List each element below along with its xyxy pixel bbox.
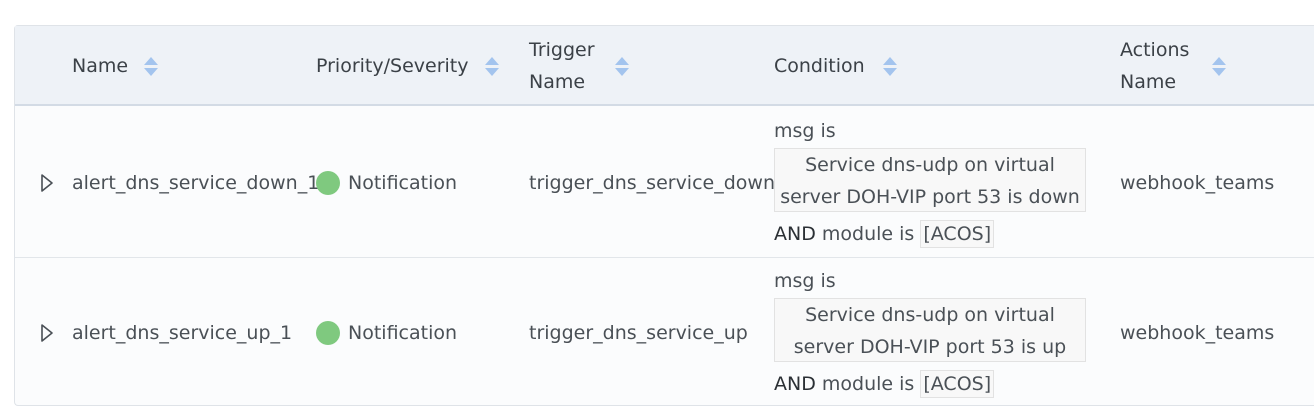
priority-label: Notification bbox=[348, 171, 458, 194]
alert-name: alert_dns_service_up_1 bbox=[72, 321, 293, 344]
alert-name: alert_dns_service_down_1 bbox=[72, 171, 320, 194]
row-name-cell: alert_dns_service_down_1 bbox=[72, 108, 320, 257]
column-header-condition[interactable]: Condition bbox=[774, 26, 897, 106]
column-header-priority[interactable]: Priority/Severity bbox=[316, 26, 499, 106]
condition-module-line: AND module is [ACOS] bbox=[774, 220, 995, 248]
trigger-name: trigger_dns_service_up bbox=[529, 321, 748, 344]
condition-module-value: [ACOS] bbox=[920, 370, 995, 398]
trigger-name: trigger_dns_service_down bbox=[529, 171, 775, 194]
row-priority-cell: Notification bbox=[316, 108, 516, 257]
sort-icon[interactable] bbox=[615, 54, 629, 78]
sort-icon[interactable] bbox=[1212, 54, 1226, 78]
condition-msg-value: Service dns-udp on virtual server DOH-VI… bbox=[774, 148, 1086, 212]
row-priority-cell: Notification bbox=[316, 258, 516, 407]
condition-module-label: module is bbox=[821, 223, 915, 245]
action-name: webhook_teams bbox=[1120, 321, 1275, 344]
condition-msg-label: msg is bbox=[774, 120, 836, 142]
condition-msg-label: msg is bbox=[774, 270, 836, 292]
row-trigger-cell: trigger_dns_service_up bbox=[529, 258, 765, 407]
column-header-label: Condition bbox=[774, 55, 865, 77]
sort-icon[interactable] bbox=[484, 54, 499, 78]
condition-and-keyword: AND bbox=[774, 223, 816, 245]
row-action-cell: webhook_teams bbox=[1120, 258, 1300, 407]
condition-msg-value: Service dns-udp on virtual server DOH-VI… bbox=[774, 298, 1086, 362]
row-trigger-cell: trigger_dns_service_down bbox=[529, 108, 775, 257]
column-header-label: Priority/Severity bbox=[316, 55, 469, 77]
column-header-label: Trigger Name bbox=[529, 39, 595, 93]
priority-dot-icon bbox=[316, 170, 340, 195]
row-condition-cell: msg is Service dns-udp on virtual server… bbox=[774, 108, 1104, 257]
column-header-name[interactable]: Name bbox=[72, 26, 159, 106]
row-condition-cell: msg is Service dns-udp on virtual server… bbox=[774, 258, 1104, 407]
condition-module-label: module is bbox=[821, 373, 915, 395]
condition-module-value: [ACOS] bbox=[920, 220, 995, 248]
column-header-label: Name bbox=[72, 55, 129, 77]
row-action-cell: webhook_teams bbox=[1120, 108, 1300, 257]
expand-triangle-icon[interactable] bbox=[37, 258, 57, 407]
table-row[interactable]: alert_dns_service_down_1 Notification tr… bbox=[15, 108, 1314, 257]
column-header-trigger[interactable]: Trigger Name bbox=[529, 26, 629, 106]
column-header-label: Actions Name bbox=[1120, 39, 1190, 93]
priority-dot-icon bbox=[316, 320, 340, 345]
alerts-table: Name Priority/Severity Trigger Name Cond… bbox=[14, 25, 1314, 406]
condition-module-line: AND module is [ACOS] bbox=[774, 370, 995, 398]
table-header: Name Priority/Severity Trigger Name Cond… bbox=[15, 26, 1314, 106]
action-name: webhook_teams bbox=[1120, 171, 1275, 194]
table-row[interactable]: alert_dns_service_up_1 Notification trig… bbox=[15, 257, 1314, 406]
sort-icon[interactable] bbox=[882, 54, 897, 78]
priority-label: Notification bbox=[348, 321, 458, 344]
sort-icon[interactable] bbox=[144, 54, 159, 78]
column-header-actions[interactable]: Actions Name bbox=[1120, 26, 1226, 106]
expand-triangle-icon[interactable] bbox=[37, 108, 57, 257]
condition-and-keyword: AND bbox=[774, 373, 816, 395]
row-name-cell: alert_dns_service_up_1 bbox=[72, 258, 302, 407]
